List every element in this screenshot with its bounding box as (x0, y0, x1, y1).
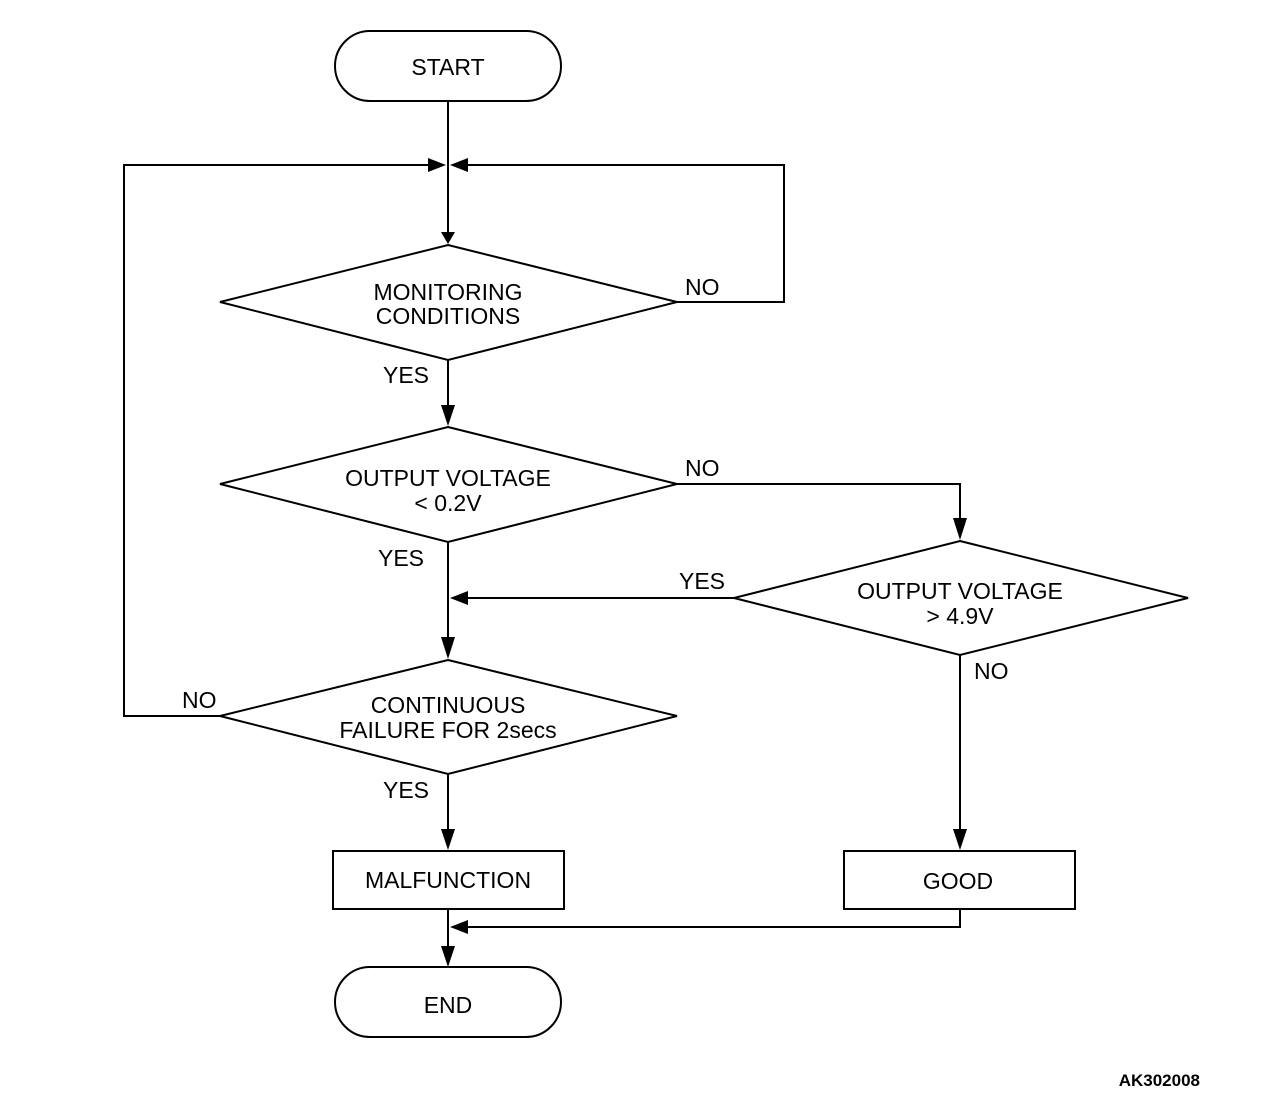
arrowhead-down (441, 829, 455, 850)
connectors (123, 101, 961, 955)
arrowhead-down (441, 405, 455, 426)
monitoring-label-line2: CONDITIONS (376, 303, 520, 329)
high-voltage-no-label: NO (974, 658, 1009, 684)
low-voltage-label-line2: < 0.2V (414, 490, 482, 516)
monitoring-yes-label: YES (383, 362, 429, 388)
high-voltage-yes-label: YES (679, 568, 725, 594)
arrowhead-down (441, 232, 455, 244)
arrowhead-left (450, 920, 468, 934)
continuous-no-loop-line (123, 164, 428, 717)
low-voltage-decision: OUTPUT VOLTAGE < 0.2V (219, 425, 678, 544)
monitoring-label-line1: MONITORING (373, 279, 522, 305)
monitoring-no-loop-line (468, 164, 785, 303)
high-voltage-label-line1: OUTPUT VOLTAGE (857, 578, 1063, 604)
low-voltage-no-line (677, 483, 961, 528)
continuous-label-line2: FAILURE FOR 2secs (339, 717, 556, 743)
continuous-label-line1: CONTINUOUS (371, 692, 526, 718)
start-terminal: START (334, 30, 562, 102)
arrowhead-left (450, 591, 468, 605)
figure-code: AK302008 (1119, 1071, 1200, 1090)
good-box: GOOD (843, 850, 1076, 910)
arrowhead-right (428, 158, 446, 172)
arrowhead-down (441, 946, 455, 967)
malfunction-box: MALFUNCTION (332, 850, 565, 910)
good-label: GOOD (923, 868, 993, 894)
high-voltage-label-line2: > 4.9V (926, 603, 994, 629)
low-voltage-label-line1: OUTPUT VOLTAGE (345, 465, 551, 491)
arrowhead-down (953, 518, 967, 540)
continuous-yes-label: YES (383, 777, 429, 803)
end-label: END (424, 992, 473, 1018)
arrowhead-down (441, 637, 455, 659)
start-label: START (411, 54, 484, 80)
arrowheads (428, 158, 967, 967)
branch-labels: NO YES NO YES YES NO NO YES (182, 274, 1009, 803)
monitoring-conditions-decision: MONITORING CONDITIONS (219, 243, 678, 362)
continuous-no-label: NO (182, 687, 217, 713)
good-to-end-line (468, 909, 961, 928)
continuous-failure-decision: CONTINUOUS FAILURE FOR 2secs (219, 658, 678, 776)
end-terminal: END (334, 966, 562, 1038)
arrowhead-left (450, 158, 468, 172)
low-voltage-yes-label: YES (378, 545, 424, 571)
monitoring-no-label: NO (685, 274, 720, 300)
low-voltage-no-label: NO (685, 455, 720, 481)
malfunction-label: MALFUNCTION (365, 867, 531, 893)
high-voltage-decision: OUTPUT VOLTAGE > 4.9V (733, 539, 1189, 657)
arrowhead-down (953, 829, 967, 850)
